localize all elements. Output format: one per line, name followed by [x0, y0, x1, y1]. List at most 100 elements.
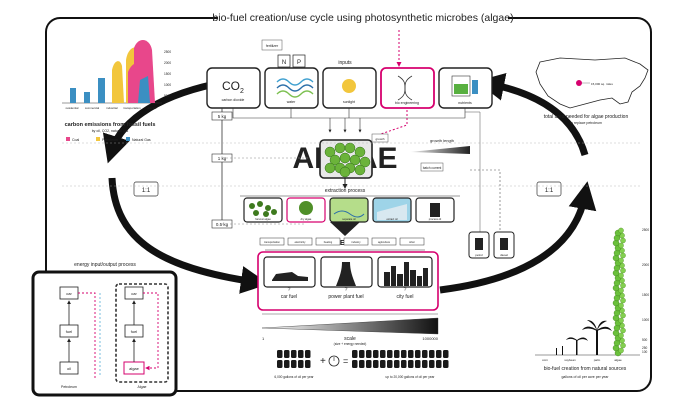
algae-cell [359, 156, 371, 168]
extraction-step[interactable]: process oil [415, 197, 455, 223]
oil-barrel-icon [422, 350, 428, 358]
oil-barrel-icon [436, 360, 442, 368]
cycle-arc-left-top [102, 80, 216, 164]
barrels-right-text: up to 20,000 gallons of oil per year [386, 375, 436, 379]
oil-barrel-icon [373, 360, 379, 368]
output-mark-2: ? [345, 287, 348, 293]
energy-tag-label: electricity [295, 240, 307, 244]
tank-label-2: diesel [500, 253, 508, 257]
algae-cells [324, 142, 371, 178]
energy-tag[interactable] [315, 237, 341, 246]
algae-cell [618, 332, 624, 339]
legend-swatch [66, 137, 70, 141]
energy-tag-label: industry [351, 240, 361, 244]
us-map: 15,000 sq. miles total area needed for a… [535, 57, 649, 125]
emissions-xtick: transportation [123, 106, 141, 110]
bio-xtick: algae [614, 358, 622, 362]
p-label: P [297, 60, 301, 66]
sun-icon [342, 79, 356, 93]
energy-tag-label: agriculture [378, 240, 391, 244]
bio-xtick: palm [594, 358, 601, 362]
oil-barrel-icon [359, 360, 365, 368]
map-title: total area needed for algae production [544, 114, 629, 120]
oil-barrel-icon [401, 350, 407, 358]
batch-current-label: batch current [423, 166, 442, 170]
growth-length-label: growth length [430, 138, 454, 143]
tank-label-1: petrol [475, 253, 483, 257]
bio-ytick: 500 [642, 338, 648, 342]
io-left-node-3: oil [67, 366, 71, 371]
energy-tag-label: heating [324, 240, 333, 244]
emissions-ytick: 1000 [164, 83, 171, 87]
barrels-left-text: 6,000 gallons of oil per year [274, 375, 314, 379]
extraction-step[interactable]: dry algae [286, 197, 326, 223]
extraction-step[interactable]: harvest algae [243, 197, 283, 223]
extraction-step[interactable]: extract oil [372, 197, 412, 223]
energy-tag[interactable] [259, 237, 285, 246]
algae-cell [618, 257, 624, 264]
bio-xtick: corn [542, 358, 548, 362]
emissions-ytick: 500 [164, 94, 170, 98]
emissions-subtitle: by oil, CO2, natural gas [92, 129, 129, 133]
palm-icon [556, 320, 612, 355]
growth-wedge [410, 146, 470, 154]
algae-cell [618, 317, 624, 324]
bio-chart-subtitle: gallons of oil per acre per year [561, 375, 609, 379]
bio-ytick: 1500 [642, 293, 649, 297]
io-right-caption: Algae [138, 385, 147, 389]
energy-tag[interactable] [343, 237, 369, 246]
io-right-node-1: car [131, 291, 137, 296]
oil-barrel-icon [284, 360, 290, 368]
extraction-step-label: extract oil [386, 217, 398, 221]
bio-ytick: 100 [642, 350, 648, 354]
energy-tag[interactable] [399, 237, 425, 246]
city-icon [384, 262, 428, 286]
weight-1: 5 kg [218, 114, 227, 119]
co2-box[interactable] [206, 67, 261, 109]
oil-barrel-icon [291, 360, 297, 368]
oil-barrel-icon [429, 350, 435, 358]
io-right-node-3: algae [129, 366, 140, 371]
algae-cell [618, 347, 624, 354]
inputs-group: inputs fertilizer N P CO2 carbon dioxide… [206, 39, 493, 109]
scale-max: 1000000 [422, 336, 438, 341]
extraction-step[interactable]: separate oil [329, 197, 369, 223]
water-icon [276, 78, 314, 86]
scale-label: scale [344, 336, 356, 342]
map-marker-icon [576, 80, 582, 86]
emissions-ytick: 1500 [164, 72, 171, 76]
water-box[interactable] [264, 67, 319, 109]
oil-barrel-icon [305, 360, 311, 368]
diagram-title: bio-fuel creation/use cycle using photos… [212, 12, 513, 24]
map-subtitle: to replace petroleum [570, 121, 602, 125]
oil-barrel-icon [394, 360, 400, 368]
bio-ytick: 1000 [642, 318, 649, 322]
oil-barrel-icon [380, 350, 386, 358]
car-fuel-box[interactable] [263, 256, 316, 288]
io-left-node-2: fuel [66, 329, 73, 334]
bio-engineering-box[interactable] [380, 67, 435, 109]
algae-cell [324, 162, 336, 174]
algae-cell [618, 272, 624, 279]
oil-barrel-icon [415, 360, 421, 368]
water-caption: water [287, 100, 296, 104]
oil-barrel-icon [298, 350, 304, 358]
cycle-arc-right-bottom [439, 181, 597, 294]
svg-text:+: + [320, 356, 326, 367]
oil-barrel-icon [443, 350, 449, 358]
energy-tag[interactable] [371, 237, 397, 246]
scale-bar: 1 1000000 scale (size + energy needed) [261, 313, 439, 346]
algae-cell [618, 227, 624, 234]
legend-swatch [96, 137, 100, 141]
emissions-xtick: commercial [85, 106, 100, 110]
extraction-step-label: process oil [429, 217, 442, 221]
io-right-node-2: fuel [131, 329, 138, 334]
oil-barrel-icon [387, 350, 393, 358]
oil-barrel-icon [373, 350, 379, 358]
legend-label: Natural Gas [132, 138, 151, 142]
ratio-right: 1:1 [545, 188, 554, 194]
energy-tag[interactable] [287, 237, 313, 246]
oil-barrel-icon [429, 360, 435, 368]
emissions-xtick: residential [66, 106, 79, 110]
